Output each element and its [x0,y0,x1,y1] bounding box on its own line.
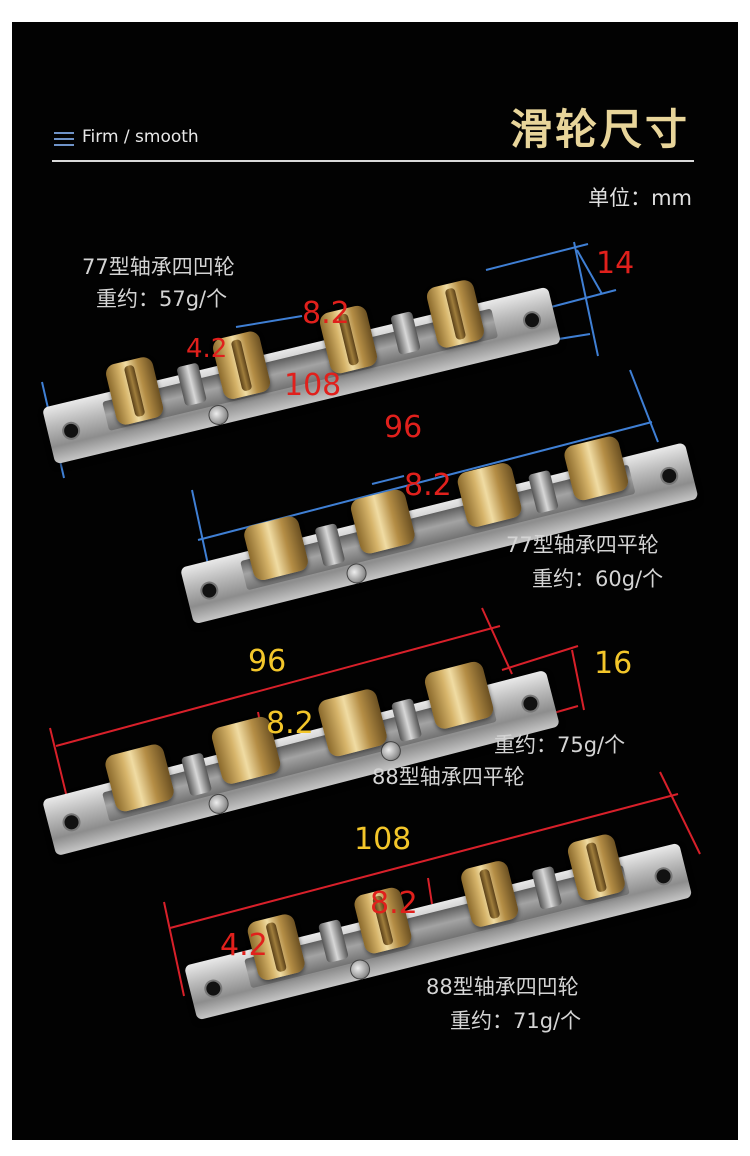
dim-tick-2b [629,369,659,443]
dim-wheel-4: 8.2 [370,886,418,921]
product-panel: Firm / smooth 滑轮尺寸 单位：mm [12,22,738,1140]
header-divider [52,160,694,162]
product-weight-2: 重约：60g/个 [532,567,664,591]
dim-tick-4a [163,901,185,997]
product-weight-3: 重约：75g/个 [494,733,626,757]
dim-wheel-1: 8.2 [302,296,350,331]
dim-tick-4b [659,771,701,855]
dim-line-height-1c [576,249,603,295]
dim-line-wheel-2 [371,475,405,485]
dim-line-wheel-4 [427,877,433,905]
dim-wheel-3: 8.2 [266,706,314,741]
product-name-2: 77型轴承四平轮 [506,533,659,557]
product-name-1: 77型轴承四凹轮 [82,255,235,279]
menu-lines-icon [54,132,74,150]
dim-line-height-3a [501,645,579,671]
dim-length-4: 108 [354,822,412,857]
unit-label: 单位：mm [588,186,692,210]
dim-height-1: 14 [596,246,635,281]
product-weight-1: 重约：57g/个 [96,287,228,311]
dim-tick-1b [573,241,599,357]
dim-tick-3b [481,607,513,675]
dim-wheel-2: 8.2 [404,468,452,503]
dim-line-wheel-1 [235,315,303,328]
dim-height-3: 16 [594,646,633,681]
dim-length-2: 96 [384,410,423,445]
dim-line-height-1a [485,243,589,271]
product-name-3: 88型轴承四平轮 [372,765,525,789]
page-title: 滑轮尺寸 [509,105,690,154]
tagline: Firm / smooth [82,127,199,147]
product-name-4: 88型轴承四凹轮 [426,975,579,999]
dim-groove-4: 4.2 [220,928,268,963]
dim-line-length-3 [55,625,501,747]
dim-groove-1: 4.2 [186,334,228,364]
dim-length-1: 108 [284,368,342,403]
dim-length-3: 96 [248,644,287,679]
dim-line-length-4 [169,793,679,929]
dim-tick-2a [191,489,211,575]
dim-line-height-3c [571,649,585,711]
product-weight-4: 重约：71g/个 [450,1009,582,1033]
